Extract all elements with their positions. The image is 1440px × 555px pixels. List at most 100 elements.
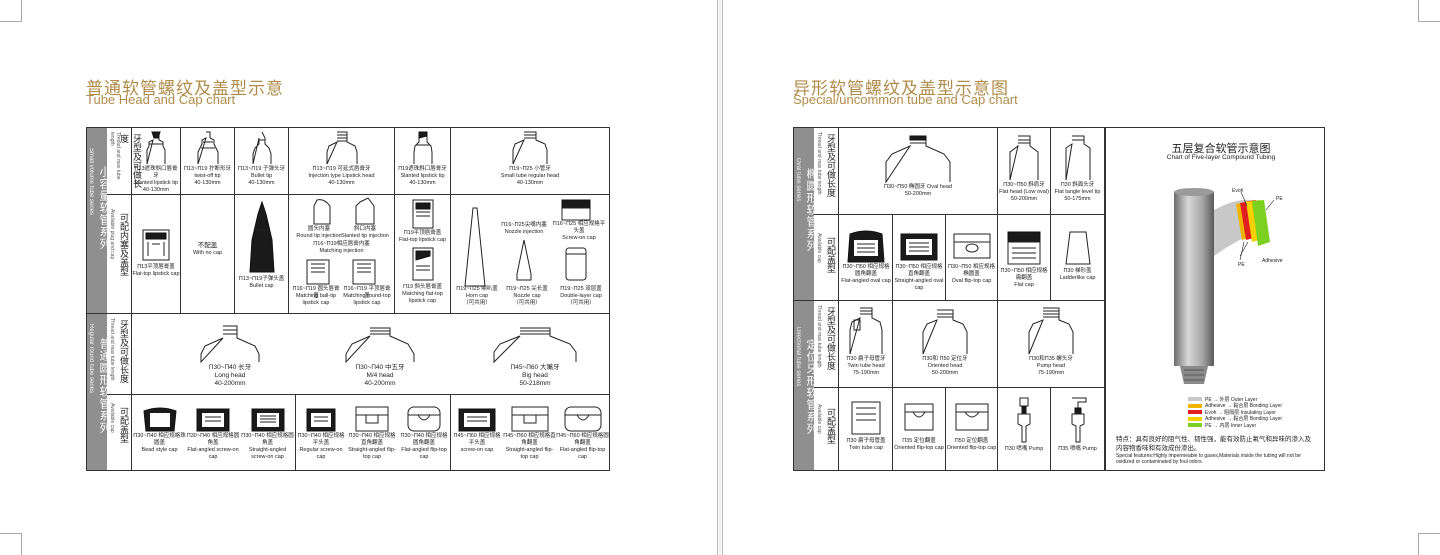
twist-off-tip-icon xyxy=(197,131,218,165)
thread-label-en: Pump head xyxy=(1036,363,1066,369)
thread-size: 50-200mm xyxy=(904,191,932,197)
row-label-cn: 可配盖型 xyxy=(825,237,835,273)
thread-size: 40-200mm xyxy=(214,380,246,387)
straight-angled-oval-cap-icon xyxy=(900,233,938,261)
row-label-cn: 可配内塞及盖型 xyxy=(118,213,128,276)
lipstick-cap-icon xyxy=(306,259,376,285)
row-label-en: Thread and max tube length xyxy=(816,305,822,368)
cap-label-cn: Π13~Π19子弹头盖 xyxy=(238,276,285,282)
thread-label-cn: Π30~Π40 中五牙 xyxy=(355,364,405,371)
grid-line xyxy=(180,128,181,313)
thread-size: 40-130mm xyxy=(142,187,170,193)
thread-label-cn: Π45~Π60 大嘴牙 xyxy=(510,364,560,371)
grid-line xyxy=(295,394,296,470)
right-chart-frame xyxy=(793,127,1105,471)
cap-label-en: Straight-angled flip-top cap xyxy=(505,447,554,460)
thread-cell: Π30~Π40 中五牙 M/4 head 40-200mm xyxy=(320,324,440,392)
band-oval-series: 椭圆形软管系列 Oval tube series xyxy=(794,128,818,300)
cap-label-en: Flat-top lipstick cap xyxy=(132,271,180,277)
cap-label-cn: Π30~Π40 相应规格平头盖 xyxy=(297,433,345,446)
cap-label-en: Matching round-top lipstick cap xyxy=(343,293,391,306)
flat-cap-icon xyxy=(1007,231,1041,265)
cap-label-cn: Π30~Π50 相应规格扁翻盖 xyxy=(1000,268,1048,281)
feature-text-en: Special features:Highly impermeable to g… xyxy=(1116,453,1301,465)
crop-mark xyxy=(1418,0,1440,22)
cap-label-cn: Π16~Π19 圆头唇膏盖 xyxy=(292,286,340,299)
cap-label-en: Flat cap xyxy=(1014,282,1034,288)
grid-line xyxy=(892,301,893,470)
thread-size: 50-200mm xyxy=(931,370,959,376)
cap-label-cn: Π13平顶唇膏盖 xyxy=(137,264,175,270)
legend-item: Evoh → 阻隔层 Insulating Layer xyxy=(1188,409,1282,416)
row-label-thread: 牙型及可做长度 Thread and max tube length xyxy=(814,128,839,214)
thread-label-en: Flat tangle level tip xyxy=(1054,189,1101,195)
cap-label-cn: Π16~Π19相应唇膏内塞 xyxy=(313,241,370,247)
screw-on-cap-icon xyxy=(561,199,591,221)
grid-line xyxy=(450,394,451,470)
annotation-pe-top: PE xyxy=(1276,196,1283,202)
thread-cell: Π30~Π50 椭圆牙 Oval head 50-200mm xyxy=(840,132,996,212)
cap-label-en: Bullet cap xyxy=(249,283,274,289)
small-tube-head-icon xyxy=(512,131,548,165)
grid-line xyxy=(107,394,610,395)
grid-line xyxy=(945,388,946,470)
slanted-lipstick-cap-icon xyxy=(412,247,433,281)
cap-label-cn: Π16~Π25 相应规格平头盖 xyxy=(552,221,606,234)
row-label-thread: 牙型及可做长度 Thread and max tube length xyxy=(107,314,132,394)
layer-legend: PE → 外层 Outer Layer Adhesive → 黏合层 Bondi… xyxy=(1188,396,1282,429)
bullet-tip-icon xyxy=(252,131,271,165)
thread-label-cn: Π19~Π25 小管牙 xyxy=(509,166,551,172)
cap-cell: Π30~Π40 相应规格圆角翻盖 Flat-angled flip-top ca… xyxy=(398,405,450,469)
flat-angled-screw-cap-icon xyxy=(196,408,230,432)
thread-label-cn: Π13~Π19 子弹头牙 xyxy=(238,166,285,172)
thread-label-cn: Π30和Π35 螺头牙 xyxy=(1029,356,1073,362)
thread-size: 40-130mm xyxy=(248,180,275,186)
cap-label-cn: Π19~Π25 喇叭盖 xyxy=(456,286,498,292)
thread-label-cn: Π30 斜面头牙 xyxy=(1060,182,1095,188)
injection-plug-icon xyxy=(313,197,374,225)
row-label-en: Available cap xyxy=(816,404,822,434)
cap-label-en: Straight-angled oval cap xyxy=(894,278,944,291)
cap-label-cn: Π45~Π60 相应规格直角翻盖 xyxy=(503,433,556,446)
cap-label-cn: Π45~Π60 相应规格圆角翻盖 xyxy=(556,433,609,446)
grid-line xyxy=(997,301,998,470)
thread-label-cn: Π13遮珠斜口唇膏牙 xyxy=(134,166,178,179)
thread-cell: Π13~Π19 拧断形牙 twist-off tip 40-130mm xyxy=(181,130,234,194)
thread-label-en: Big head xyxy=(522,372,548,379)
thread-cell: Π30~Π40 长牙 Long head 40-200mm xyxy=(170,324,290,392)
cap-cell: 圆头内塞 Round tip injection 斜口内塞 Slanted ti… xyxy=(289,196,394,313)
tangle-level-tip-icon xyxy=(1065,135,1090,181)
thread-label-en: Injection type Lipstick head xyxy=(308,173,375,179)
cap-label-en: Flat-top lipstick cap xyxy=(398,237,447,243)
slanted-lipstick-tip-icon xyxy=(413,131,432,164)
flat-flip-top-cap-icon xyxy=(564,406,601,432)
cap-cell: Π45~Π60 相应规格平头盖 screw-on cap xyxy=(451,405,503,469)
cap-label-en: Round tip injection xyxy=(296,233,342,239)
cap-label-cn: Π19~Π25 双层盖 xyxy=(560,286,602,292)
pump-icon xyxy=(1017,397,1031,443)
flat-flip-top-cap-icon xyxy=(407,406,441,432)
left-title-cn: 普通软管螺纹及盖型示意 xyxy=(86,79,284,99)
thread-size: 50-175mm xyxy=(1064,196,1091,202)
cap-label-en: screw-on cap xyxy=(460,447,494,453)
thread-label-cn: Π30~Π50 椭圆牙 Oval head xyxy=(883,184,953,190)
band-small-series: 小容量软管系列 Small volume tube series xyxy=(87,128,111,313)
annotation-adhesive: Adhesive xyxy=(1262,258,1283,264)
row-label-cap: 可配盖型 Available cap xyxy=(814,388,839,470)
row-label-cn: 可配盖型 xyxy=(118,407,128,443)
cap-cell: Π16~Π25 相应规格平头盖 Screw-on cap Π16~Π25尖嘴内塞… xyxy=(451,196,609,313)
grid-line xyxy=(794,300,1105,301)
thread-size: 40-200mm xyxy=(364,380,396,387)
band-label-en: Regular round tube series xyxy=(88,324,94,394)
slanted-tip-icon xyxy=(146,131,166,165)
annotation-evoh: Evoh xyxy=(1232,188,1244,194)
flat-angled-oval-cap-icon xyxy=(847,230,885,263)
cap-label-cn: Π19平顶唇膏盖 xyxy=(403,230,442,236)
cap-label-en: Flat-angled flip-top cap xyxy=(559,447,606,460)
grid-line xyxy=(107,194,610,195)
straight-flip-top-cap-icon xyxy=(355,406,389,432)
bead-style-cap-icon xyxy=(142,407,177,432)
row-label-en: Available cap xyxy=(109,403,115,433)
legend-label: Evoh → 阻隔层 Insulating Layer xyxy=(1205,409,1276,416)
thread-size: 50-218mm xyxy=(519,380,551,387)
